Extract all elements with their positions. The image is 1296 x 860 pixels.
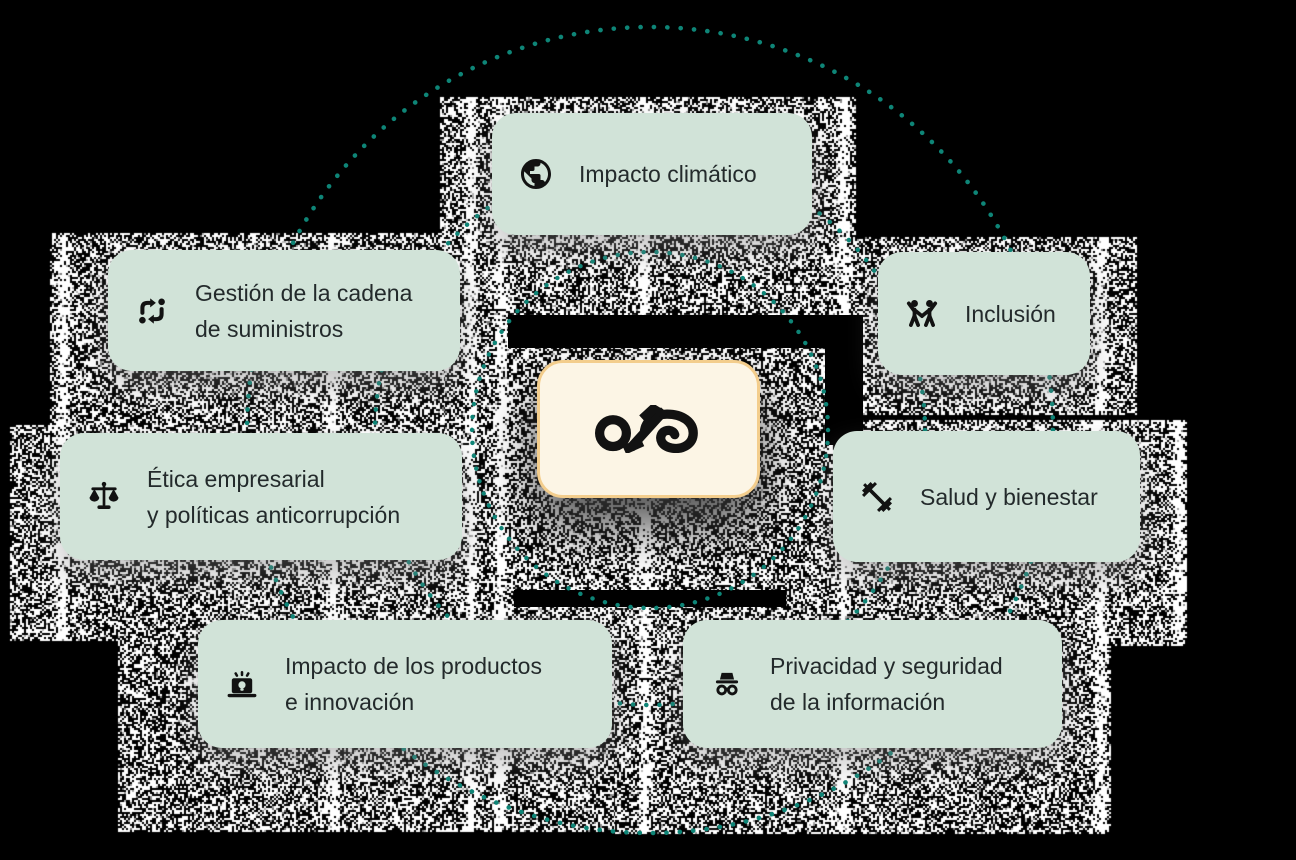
supply-chain-cycle-icon xyxy=(134,293,170,329)
incognito-icon xyxy=(709,666,745,702)
card-salud-bienestar: Salud y bienestar xyxy=(833,431,1140,562)
center-frame-top-bar xyxy=(508,315,835,348)
center-frame-right-bar xyxy=(825,315,863,445)
card-label: Inclusión xyxy=(965,296,1056,332)
card-privacidad-seguridad: Privacidad y seguridad de la información xyxy=(683,620,1062,748)
card-label: Ética empresarial y políticas anticorrup… xyxy=(147,461,400,533)
infinity-loop-logo xyxy=(595,405,703,453)
card-label: Impacto de los productos e innovación xyxy=(285,648,542,720)
globe-icon xyxy=(518,156,554,192)
card-gestion-cadena: Gestión de la cadena de suministros xyxy=(108,250,460,371)
card-impacto-climatico: Impacto climático xyxy=(492,113,812,235)
card-etica-empresarial: Ética empresarial y políticas anticorrup… xyxy=(60,433,462,560)
card-label: Privacidad y seguridad de la información xyxy=(770,648,1003,720)
card-impacto-productos: Impacto de los productos e innovación xyxy=(198,620,612,748)
dumbbell-icon xyxy=(859,479,895,515)
card-inclusion: Inclusión xyxy=(878,252,1090,375)
center-logo-card xyxy=(537,360,760,498)
card-label: Salud y bienestar xyxy=(920,479,1098,515)
laptop-lightbulb-icon xyxy=(224,666,260,702)
center-frame-bottom-bar xyxy=(514,590,786,607)
balance-scale-icon xyxy=(86,479,122,515)
card-label: Gestión de la cadena de suministros xyxy=(195,275,412,347)
card-label: Impacto climático xyxy=(579,156,757,192)
people-inclusion-icon xyxy=(904,296,940,332)
